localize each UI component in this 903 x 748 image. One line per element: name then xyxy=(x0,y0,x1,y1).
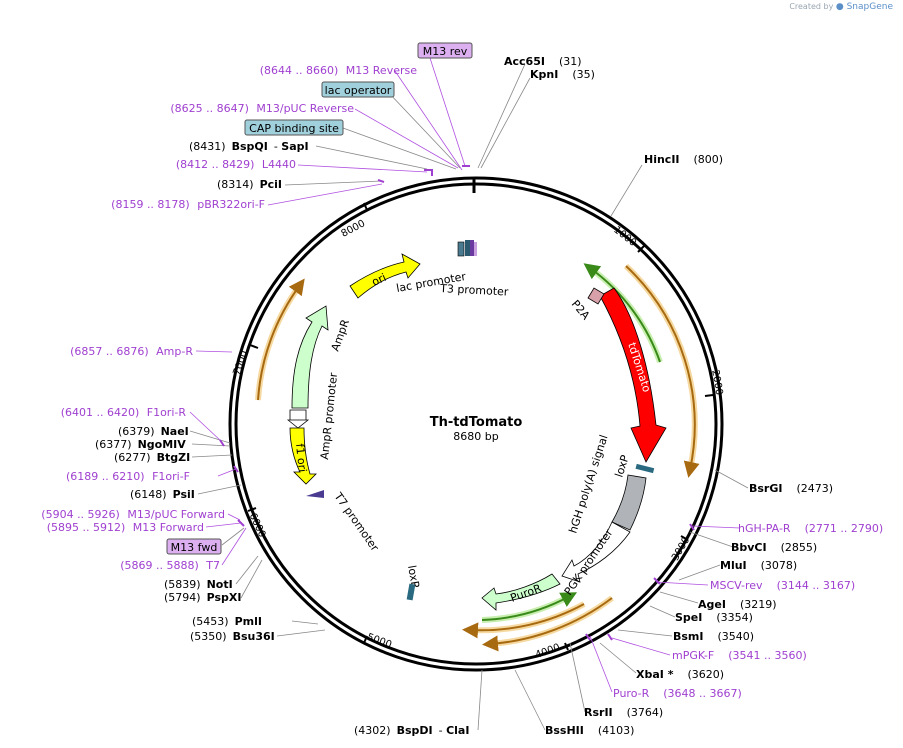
box-cap-label: CAP binding site xyxy=(249,122,339,135)
feature-lac-cluster xyxy=(457,240,477,257)
box-m13fwd: M13 fwd xyxy=(166,538,222,555)
tick-label-6000: 6000 xyxy=(247,512,268,540)
enzyme-bsrgi: BsrGI(2473) xyxy=(749,482,833,495)
leader-lines xyxy=(189,57,749,731)
tick-7000: 7000 xyxy=(232,344,259,377)
box-lacop-label: lac operator xyxy=(325,84,392,97)
feature-t7-label: T7 promoter xyxy=(331,489,382,554)
enzyme-agei: AgeI(3219) xyxy=(698,598,777,611)
enzyme-bspdi-clai: (4302)BspDI- ClaI xyxy=(354,724,469,737)
enzyme-kpni: KpnI(35) xyxy=(530,68,595,81)
tick-label-7000: 7000 xyxy=(232,349,251,377)
snapgene-logo: ● SnapGene xyxy=(835,2,893,12)
primer-l4440: (8412 .. 8429) L4440 xyxy=(176,158,296,171)
plasmid-size: 8680 bp xyxy=(453,430,498,443)
feature-p2a xyxy=(587,287,605,305)
enzyme-pmli: (5453)PmlI xyxy=(192,615,262,628)
feature-ampr-label: AmpR xyxy=(329,317,353,353)
tick-label-8000: 8000 xyxy=(340,218,368,240)
feature-ampr-promoter xyxy=(286,409,310,429)
tick-2000: 2000 xyxy=(704,369,724,397)
primer-f1ori-r: (6401 .. 6420) F1ori-R xyxy=(61,406,187,419)
tick-label-5000: 5000 xyxy=(365,632,393,651)
feature-ampr-arrow xyxy=(291,305,329,409)
enzyme-bsshii: BssHII(4103) xyxy=(545,724,634,737)
box-cap-binding: CAP binding site xyxy=(244,119,344,136)
feature-p2a-label: P2A xyxy=(569,298,593,323)
box-m13fwd-label: M13 fwd xyxy=(171,541,218,554)
feature-pgk-promoter xyxy=(561,521,631,583)
feature-tdtomato-arrow xyxy=(599,287,667,463)
enzyme-hincii: HincII(800) xyxy=(644,153,723,166)
feature-hgh-polya xyxy=(611,474,647,531)
enzyme-bsu36i: (5350)Bsu36I xyxy=(190,630,275,643)
feature-loxp-2-label: loxP xyxy=(405,564,422,589)
primer-pbr322ori-f: (8159 .. 8178) pBR322ori-F xyxy=(111,198,265,211)
primer-mpgk-f: mPGK-F(3541 .. 3560) xyxy=(672,649,807,662)
enzyme-bspqi-sapi: (8431)BspQI- SapI xyxy=(189,140,309,153)
enzyme-pspxi: (5794)PspXI xyxy=(164,591,241,604)
feature-puror-label: PuroR xyxy=(509,582,544,605)
primer-m13puc-reverse: (8625 .. 8647) M13/pUC Reverse xyxy=(170,102,354,115)
enzyme-bbvci: BbvCI(2855) xyxy=(731,541,817,554)
enzyme-naei: (6379)NaeI xyxy=(118,425,189,438)
enzyme-acc65i: Acc65I(31) xyxy=(504,55,582,68)
enzyme-mlui: MluI(3078) xyxy=(720,559,797,572)
box-m13rev: M13 rev xyxy=(417,42,473,59)
enzyme-ngomiv: (6377)NgoMIV xyxy=(95,438,186,451)
enzyme-pcii: (8314)PciI xyxy=(217,178,282,191)
feature-f1ori-label: f1 ori xyxy=(293,443,309,473)
feature-t7-promoter xyxy=(306,490,324,498)
tick-8000: 8000 xyxy=(340,202,368,240)
feature-loxp-2 xyxy=(406,583,416,601)
primer-m13puc-forward: (5904 .. 5926) M13/pUC Forward xyxy=(41,508,225,521)
feature-t3prom-label: T3 promoter xyxy=(439,282,509,299)
primer-t7: (5869 .. 5888) T7 xyxy=(120,559,220,572)
enzyme-psii: (6148)PsiI xyxy=(130,488,195,501)
primer-amp-r: (6857 .. 6876) Amp-R xyxy=(70,345,193,358)
feature-hgh-label: hGH poly(A) signal xyxy=(566,433,610,535)
enzyme-spei: SpeI(3354) xyxy=(675,611,753,624)
enzyme-rsrii: RsrII(3764) xyxy=(584,706,663,719)
box-lac-operator: lac operator xyxy=(321,81,395,98)
primer-m13-reverse: (8644 .. 8660) M13 Reverse xyxy=(260,64,417,77)
primer-m13-forward: (5895 .. 5912) M13 Forward xyxy=(47,521,204,534)
box-m13rev-label: M13 rev xyxy=(423,45,468,58)
primer-hgh-pa-r: hGH-PA-R(2771 .. 2790) xyxy=(738,522,883,535)
snapgene-credit: Created by ● SnapGene xyxy=(789,2,893,12)
backbone-outer xyxy=(228,176,724,672)
primer-puro-r: Puro-R(3648 .. 3667) xyxy=(613,687,742,700)
backbone-inner xyxy=(234,182,718,666)
feature-ori-arrow xyxy=(349,253,421,299)
primer-site-marks xyxy=(219,165,695,641)
feature-pgk-label: PGK promoter xyxy=(562,526,616,597)
enzyme-noti: (5839)NotI xyxy=(164,578,233,591)
plasmid-name: Th-tdTomato xyxy=(430,415,523,430)
tick-5000: 5000 xyxy=(363,632,393,651)
credit-prefix: Created by xyxy=(789,2,834,11)
feature-amprprom-label: AmpR promoter xyxy=(318,372,340,461)
tick-label-2000: 2000 xyxy=(709,369,724,396)
primer-mscv-rev: MSCV-rev(3144 .. 3167) xyxy=(710,579,855,592)
enzyme-bsmi: BsmI(3540) xyxy=(673,630,754,643)
feature-f1-ori xyxy=(289,427,317,485)
primer-f1ori-f: (6189 .. 6210) F1ori-F xyxy=(66,470,190,483)
enzyme-btgzi: (6277)BtgZI xyxy=(114,451,190,464)
enzyme-xbai: XbaI *(3620) xyxy=(636,668,724,681)
credit-brand: SnapGene xyxy=(846,2,893,12)
feature-loxp-1 xyxy=(635,463,655,474)
feature-ori-label: ori xyxy=(370,271,388,289)
feature-puror-arrow xyxy=(481,573,561,611)
